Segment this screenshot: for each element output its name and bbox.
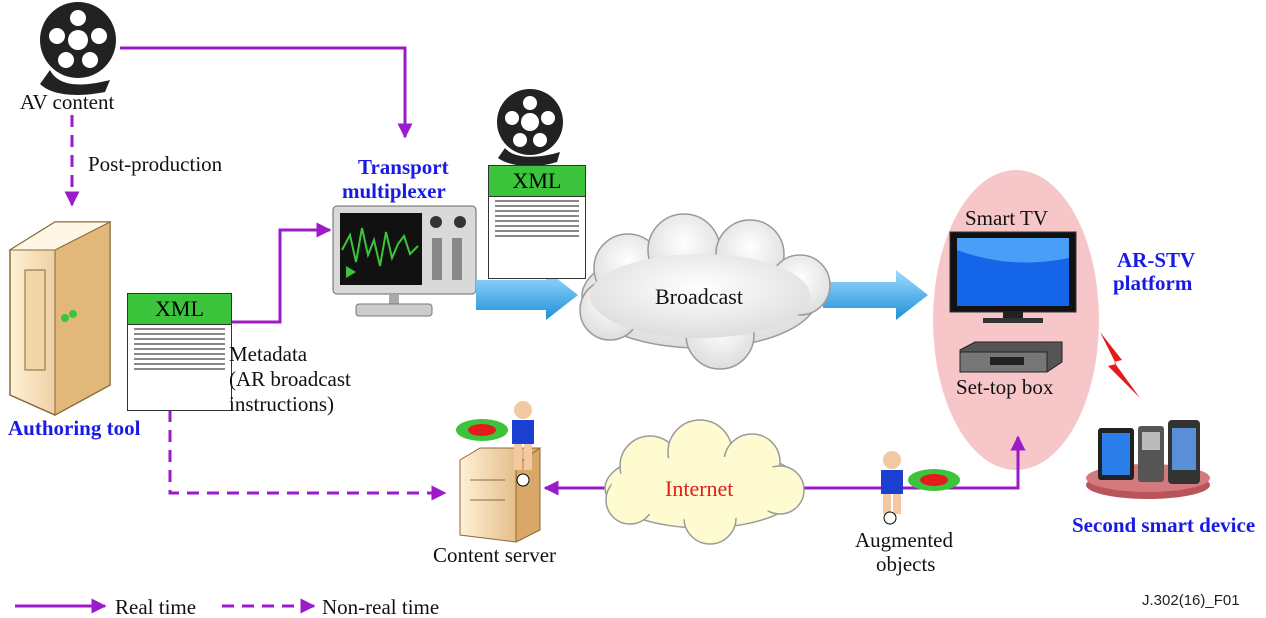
authoring-tool-label: Authoring tool bbox=[8, 416, 141, 440]
smart-tv-label: Smart TV bbox=[965, 206, 1049, 230]
av-content-film-reel-icon bbox=[40, 2, 116, 95]
augmented-object-figure-icon bbox=[512, 401, 903, 525]
broadcast-arrows bbox=[476, 270, 928, 320]
post-production-label: Post-production bbox=[88, 152, 223, 176]
broadcast-label: Broadcast bbox=[655, 284, 743, 309]
xml-label: XML bbox=[489, 166, 585, 197]
augmented-objects-label-2: objects bbox=[876, 552, 936, 576]
metadata-label-3: instructions) bbox=[229, 392, 334, 416]
wireless-link-icon bbox=[1100, 332, 1140, 398]
xml-document-broadcast: XML bbox=[488, 165, 586, 279]
transport-multiplexer-label-2: multiplexer bbox=[342, 179, 446, 203]
second-smart-device-label: Second smart device bbox=[1072, 513, 1256, 537]
set-top-box-icon bbox=[959, 341, 1063, 373]
ar-marker-icon bbox=[456, 419, 960, 491]
xml-label: XML bbox=[128, 294, 231, 325]
transport-multiplexer-monitor-icon bbox=[332, 205, 477, 317]
authoring-tool-server-icon bbox=[8, 221, 112, 416]
ar-stv-label-1: AR-STV bbox=[1117, 248, 1196, 272]
av-content-label: AV content bbox=[20, 90, 115, 114]
metadata-label-1: Metadata bbox=[229, 342, 308, 366]
metadata-label-2: (AR broadcast bbox=[229, 367, 351, 391]
xml-document-metadata: XML bbox=[127, 293, 232, 411]
second-smart-device-icon bbox=[1086, 420, 1210, 499]
set-top-box-label: Set-top box bbox=[956, 375, 1054, 399]
figure-reference: J.302(16)_F01 bbox=[1142, 592, 1240, 609]
ar-stv-label-2: platform bbox=[1113, 271, 1193, 295]
internet-label: Internet bbox=[665, 476, 734, 501]
content-server-icon bbox=[459, 447, 541, 543]
smart-tv-icon bbox=[949, 231, 1077, 323]
transport-multiplexer-label-1: Transport bbox=[358, 155, 449, 179]
legend-real-time: Real time bbox=[115, 595, 197, 618]
augmented-objects-label-1: Augmented bbox=[855, 528, 953, 552]
legend-non-real-time: Non-real time bbox=[322, 595, 440, 618]
broadcast-film-reel-icon bbox=[497, 89, 563, 167]
non-real-time-arrows bbox=[64, 115, 447, 501]
content-server-label: Content server bbox=[433, 543, 557, 567]
real-time-arrows bbox=[120, 46, 1026, 496]
